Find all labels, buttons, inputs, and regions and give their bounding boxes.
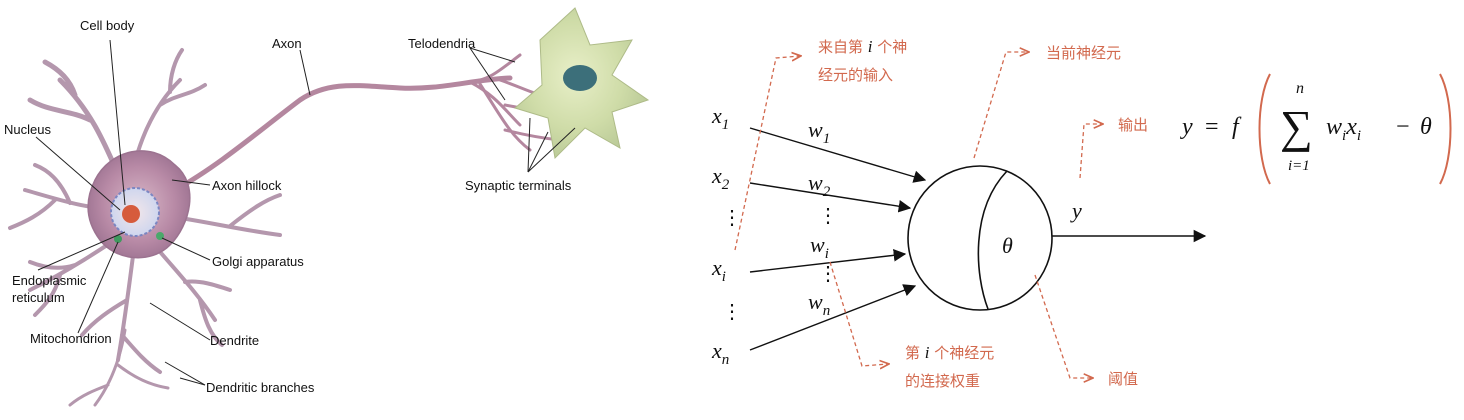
label-cell-body: Cell body xyxy=(80,18,135,33)
formula-theta: θ xyxy=(1420,114,1432,140)
formula-lhs: y xyxy=(1180,114,1193,140)
formula-left-paren xyxy=(1258,73,1271,185)
weight-wi: wi xyxy=(810,232,829,262)
label-telodendria: Telodendria xyxy=(408,36,476,51)
output-formula: y = f n ∑ i=1 wixi − θ xyxy=(1180,73,1452,185)
weight-w2: w2 xyxy=(808,170,831,200)
input-xi: xi xyxy=(711,255,726,285)
biological-neuron-illustration: Cell body Axon Telodendria Nucleus Axon … xyxy=(4,7,650,407)
formula-minus: − xyxy=(1396,114,1410,140)
label-golgi: Golgi apparatus xyxy=(212,254,304,269)
formula-sum-lower: i=1 xyxy=(1288,158,1310,174)
input-x2: x2 xyxy=(711,163,730,193)
mp-neuron-model: x1 x2 ⋮ xi ⋮ xn w1 w2 ⋮ wi ⋮ wn θ y 来自第 … xyxy=(711,37,1452,390)
label-endoplasmic: Endoplasmic xyxy=(12,273,87,288)
formula-f: f xyxy=(1232,114,1242,140)
label-synaptic-terminals: Synaptic terminals xyxy=(465,178,572,193)
label-axon: Axon xyxy=(272,36,302,51)
annotation-input-from-line1: 来自第 i 个神 xyxy=(818,37,907,56)
threshold-theta: θ xyxy=(1002,233,1013,258)
annotation-conn-line2: 的连接权重 xyxy=(905,372,980,390)
dendrites xyxy=(8,48,282,407)
target-nucleus-shape xyxy=(563,65,597,91)
weight-wn: wn xyxy=(808,289,830,319)
weight-w1: w1 xyxy=(808,117,830,147)
formula-sum: ∑ xyxy=(1280,101,1313,152)
formula-term: wixi xyxy=(1326,114,1361,144)
input-x1: x1 xyxy=(711,103,729,133)
input-xn: xn xyxy=(711,338,729,368)
annotation-leaders xyxy=(734,52,1102,378)
label-nucleus: Nucleus xyxy=(4,122,51,137)
annotation-current-neuron: 当前神经元 xyxy=(1046,44,1121,62)
label-reticulum: reticulum xyxy=(12,290,65,305)
input-dots-lower: ⋮ xyxy=(722,301,742,323)
formula-right-paren xyxy=(1439,73,1452,185)
axon-fiber xyxy=(172,75,513,193)
label-dendritic-branches: Dendritic branches xyxy=(206,380,315,395)
annotation-conn-line1: 第 i 个神经元 xyxy=(905,343,994,362)
output-y: y xyxy=(1070,198,1082,223)
leader-lines xyxy=(35,39,576,386)
formula-sum-upper: n xyxy=(1296,80,1304,97)
neuron-node-divider xyxy=(977,170,1008,310)
mitochondrion-shape xyxy=(114,235,122,243)
annotation-threshold: 阈值 xyxy=(1108,370,1138,388)
annotation-output: 输出 xyxy=(1118,116,1148,134)
weight-dots-lower: ⋮ xyxy=(818,263,838,285)
label-axon-hillock: Axon hillock xyxy=(212,178,282,193)
annotation-input-from-line2: 经元的输入 xyxy=(818,66,893,84)
formula-equals: = xyxy=(1205,114,1219,140)
nucleolus-shape xyxy=(122,205,140,223)
input-dots-upper: ⋮ xyxy=(722,207,742,229)
input-arrows xyxy=(749,127,927,351)
weight-dots-upper: ⋮ xyxy=(818,205,838,227)
neuron-node-circle xyxy=(907,165,1053,311)
label-mitochondrion: Mitochondrion xyxy=(30,331,112,346)
label-dendrite: Dendrite xyxy=(210,333,259,348)
